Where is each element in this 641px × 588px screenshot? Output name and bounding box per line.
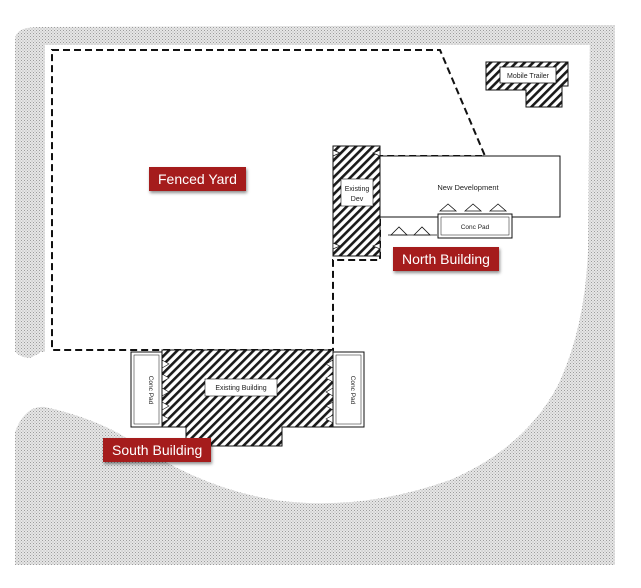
conc-pad-north-label: Conc Pad xyxy=(461,224,490,231)
existing-building: Existing Building xyxy=(161,349,334,447)
conc-pad-left: Conc Pad xyxy=(130,351,163,428)
ground-area xyxy=(15,25,615,565)
fenced-yard-boundary xyxy=(51,49,487,351)
south-building-callout: South Building xyxy=(103,438,212,462)
conc-pad-right: Conc Pad xyxy=(332,351,365,428)
conc-pad-north: Conc Pad xyxy=(437,213,513,239)
new-development-label: New Development xyxy=(437,183,499,192)
conc-pad-left-label: Conc Pad xyxy=(147,376,154,405)
mobile-trailer: Mobile Trailer xyxy=(485,61,569,108)
mobile-trailer-label: Mobile Trailer xyxy=(507,73,550,80)
existing-dev-label-line2: Dev xyxy=(351,196,364,203)
north-building-callout: North Building xyxy=(393,247,499,271)
existing-dev: Existing Dev xyxy=(332,145,381,257)
loading-doors-north xyxy=(388,203,508,236)
fenced-yard-callout: Fenced Yard xyxy=(149,167,246,191)
existing-building-label: Existing Building xyxy=(215,385,266,392)
existing-dev-label-line1: Existing xyxy=(345,186,370,193)
conc-pad-right-label: Conc Pad xyxy=(349,376,356,405)
